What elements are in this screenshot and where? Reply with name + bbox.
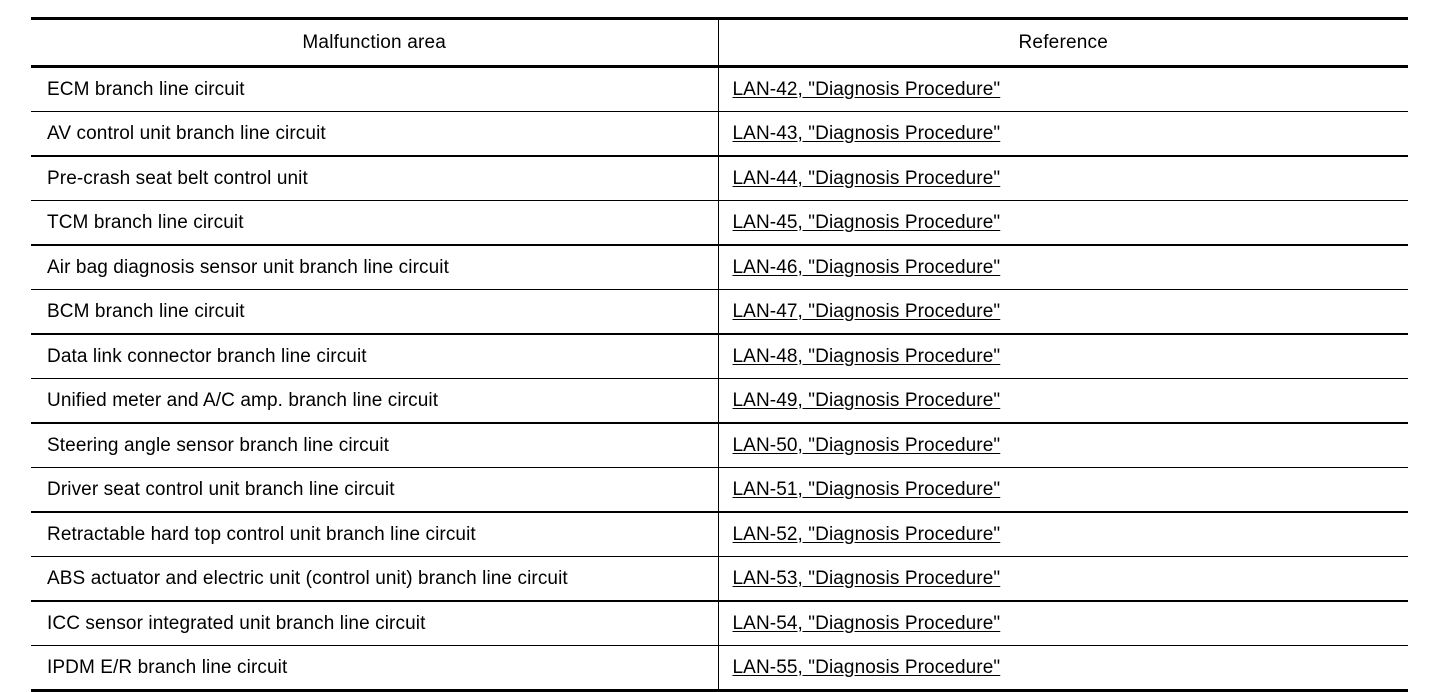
cell-malfunction-area: BCM branch line circuit bbox=[31, 289, 719, 335]
reference-link[interactable]: LAN-51, "Diagnosis Procedure" bbox=[732, 478, 1001, 500]
cell-malfunction-area: Retractable hard top control unit branch… bbox=[31, 512, 719, 557]
cell-reference: LAN-43, "Diagnosis Procedure" bbox=[718, 111, 1408, 157]
cell-reference: LAN-53, "Diagnosis Procedure" bbox=[718, 556, 1408, 602]
table-row: TCM branch line circuit LAN-45, "Diagnosi… bbox=[31, 200, 1408, 246]
reference-link[interactable]: LAN-48, "Diagnosis Procedure" bbox=[732, 345, 1001, 367]
cell-reference: LAN-50, "Diagnosis Procedure" bbox=[718, 423, 1408, 468]
table-row: Pre-crash seat belt control unit LAN-44, … bbox=[31, 156, 1408, 201]
table-row: Retractable hard top control unit branch… bbox=[31, 512, 1408, 557]
table-header-row: Malfunction area Reference bbox=[31, 17, 1408, 68]
reference-link[interactable]: LAN-42, "Diagnosis Procedure" bbox=[732, 78, 1001, 100]
cell-malfunction-area: ECM branch line circuit bbox=[31, 66, 719, 112]
table-row: ICC sensor integrated unit branch line c… bbox=[31, 601, 1408, 646]
reference-link[interactable]: LAN-54, "Diagnosis Procedure" bbox=[732, 612, 1001, 634]
cell-malfunction-area: Steering angle sensor branch line circui… bbox=[31, 423, 719, 468]
cell-malfunction-area: Unified meter and A/C amp. branch line c… bbox=[31, 378, 719, 424]
cell-reference: LAN-46, "Diagnosis Procedure" bbox=[718, 245, 1408, 290]
cell-malfunction-area: Air bag diagnosis sensor unit branch lin… bbox=[31, 245, 719, 290]
reference-link[interactable]: LAN-55, "Diagnosis Procedure" bbox=[732, 656, 1001, 678]
table-row: ECM branch line circuit LAN-42, "Diagnosi… bbox=[31, 66, 1408, 112]
cell-reference: LAN-54, "Diagnosis Procedure" bbox=[718, 601, 1408, 646]
cell-malfunction-area: Data link connector branch line circuit bbox=[31, 334, 719, 379]
cell-reference: LAN-47, "Diagnosis Procedure" bbox=[718, 289, 1408, 335]
cell-malfunction-area: ICC sensor integrated unit branch line c… bbox=[31, 601, 719, 646]
cell-malfunction-area: Driver seat control unit branch line cir… bbox=[31, 467, 719, 513]
reference-link[interactable]: LAN-45, "Diagnosis Procedure" bbox=[732, 211, 1001, 233]
reference-link[interactable]: LAN-49, "Diagnosis Procedure" bbox=[732, 389, 1001, 411]
column-header-malfunction-area: Malfunction area bbox=[31, 17, 719, 68]
cell-reference: LAN-48, "Diagnosis Procedure" bbox=[718, 334, 1408, 379]
table-row: AV control unit branch line circuit LAN-4… bbox=[31, 111, 1408, 157]
cell-reference: LAN-44, "Diagnosis Procedure" bbox=[718, 156, 1408, 201]
table-row: ABS actuator and electric unit (control … bbox=[31, 556, 1408, 602]
table-row: Air bag diagnosis sensor unit branch lin… bbox=[31, 245, 1408, 290]
reference-link[interactable]: LAN-50, "Diagnosis Procedure" bbox=[732, 434, 1001, 456]
reference-link[interactable]: LAN-43, "Diagnosis Procedure" bbox=[732, 122, 1001, 144]
cell-reference: LAN-52, "Diagnosis Procedure" bbox=[718, 512, 1408, 557]
table-row: BCM branch line circuit LAN-47, "Diagnosi… bbox=[31, 289, 1408, 335]
table-row: Driver seat control unit branch line cir… bbox=[31, 467, 1408, 513]
table-header: Malfunction area Reference bbox=[31, 17, 1408, 68]
malfunction-reference-table: Malfunction area Reference ECM branch li… bbox=[31, 17, 1408, 692]
cell-malfunction-area: ABS actuator and electric unit (control … bbox=[31, 556, 719, 602]
cell-reference: LAN-49, "Diagnosis Procedure" bbox=[718, 378, 1408, 424]
reference-link[interactable]: LAN-52, "Diagnosis Procedure" bbox=[732, 523, 1001, 545]
cell-malfunction-area: Pre-crash seat belt control unit bbox=[31, 156, 719, 201]
column-header-reference: Reference bbox=[718, 17, 1408, 68]
table-body: ECM branch line circuit LAN-42, "Diagnosi… bbox=[31, 66, 1408, 692]
reference-link[interactable]: LAN-53, "Diagnosis Procedure" bbox=[732, 567, 1001, 589]
cell-reference: LAN-51, "Diagnosis Procedure" bbox=[718, 467, 1408, 513]
table-row: Steering angle sensor branch line circui… bbox=[31, 423, 1408, 468]
cell-reference: LAN-45, "Diagnosis Procedure" bbox=[718, 200, 1408, 246]
reference-link[interactable]: LAN-46, "Diagnosis Procedure" bbox=[732, 256, 1001, 278]
reference-link[interactable]: LAN-44, "Diagnosis Procedure" bbox=[732, 167, 1001, 189]
reference-link[interactable]: LAN-47, "Diagnosis Procedure" bbox=[732, 300, 1001, 322]
cell-reference: LAN-42, "Diagnosis Procedure" bbox=[718, 66, 1408, 112]
cell-malfunction-area: TCM branch line circuit bbox=[31, 200, 719, 246]
table-row: Data link connector branch line circuit L… bbox=[31, 334, 1408, 379]
cell-malfunction-area: AV control unit branch line circuit bbox=[31, 111, 719, 157]
table-row: Unified meter and A/C amp. branch line c… bbox=[31, 378, 1408, 424]
